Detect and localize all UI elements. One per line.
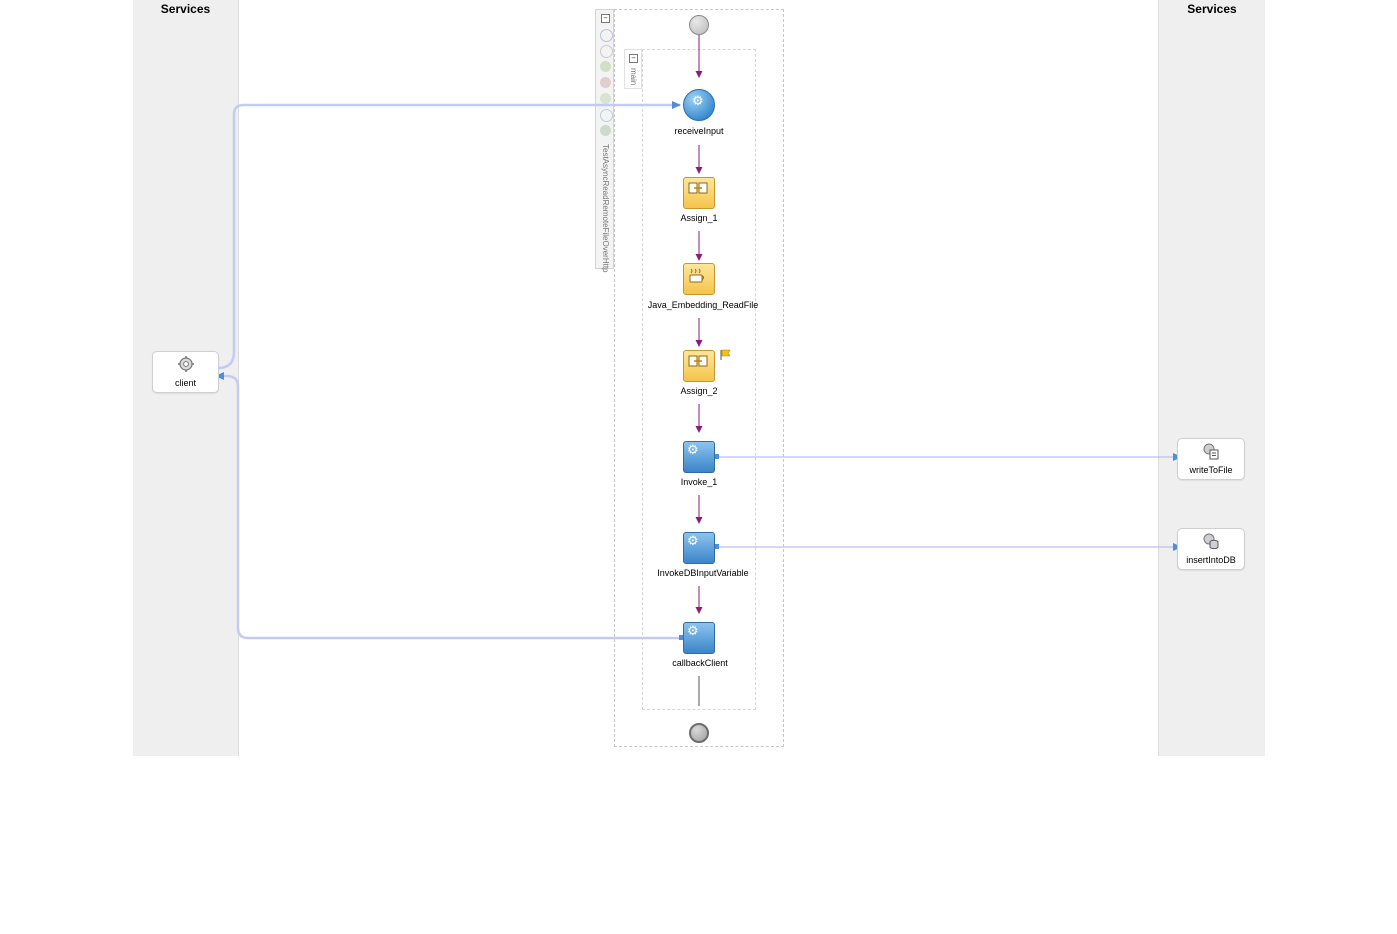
gear-icon: ⚙	[692, 94, 704, 109]
assign-icon	[688, 354, 708, 373]
file-adapter-icon	[1178, 442, 1244, 460]
gear-icon: ⚙	[687, 624, 699, 639]
link-client-to-receive[interactable]	[217, 103, 680, 370]
termination-handler-icon[interactable]	[600, 125, 611, 136]
process-scope	[614, 9, 784, 747]
fault-handlers-icon[interactable]	[600, 77, 611, 88]
activity-invoke-db-input-variable[interactable]: ⚙	[683, 532, 715, 564]
partner-links-icon[interactable]	[600, 61, 611, 72]
assign-icon	[688, 181, 708, 200]
partner-insert-into-db-label: insertIntoDB	[1186, 555, 1236, 565]
arrowhead-receive	[672, 101, 681, 109]
activity-java-embedding-readfile[interactable]	[683, 263, 715, 295]
partner-write-to-file[interactable]: writeToFile	[1177, 438, 1245, 480]
lane-title-left: Services	[160, 2, 211, 16]
gear-icon	[153, 355, 218, 373]
partner-client[interactable]: client	[152, 351, 219, 393]
activity-invoke-db-input-variable-label: InvokeDBInputVariable	[657, 568, 749, 578]
activity-assign-1-label: Assign_1	[680, 213, 718, 223]
gear-icon: ⚙	[687, 443, 699, 458]
correlation-sets-icon[interactable]	[600, 45, 613, 58]
main-scope-tab[interactable]: − main	[624, 49, 642, 89]
gear-icon: ⚙	[687, 534, 699, 549]
collapse-process-button[interactable]: −	[601, 14, 610, 23]
invoke1-port	[715, 454, 719, 459]
event-handlers-icon[interactable]	[600, 93, 611, 104]
activity-callback-client-label: callbackClient	[672, 658, 728, 668]
link-callback-to-client[interactable]	[220, 374, 680, 640]
partner-client-label: client	[174, 378, 196, 388]
activity-callback-client[interactable]: ⚙	[683, 622, 715, 654]
lane-title-right: Services	[1187, 2, 1237, 16]
flag-icon[interactable]	[720, 348, 732, 366]
partner-insert-into-db[interactable]: insertIntoDB	[1177, 528, 1245, 570]
activity-java-embedding-readfile-label: Java_Embedding_ReadFile	[647, 300, 759, 310]
activity-assign-2[interactable]	[683, 350, 715, 382]
compensation-handler-icon[interactable]	[600, 109, 613, 122]
arrowhead-client	[215, 372, 224, 380]
coffee-cup-icon	[687, 267, 707, 290]
activity-invoke-1-label: Invoke_1	[680, 477, 718, 487]
callback-port	[679, 635, 683, 640]
collapse-main-button[interactable]: −	[629, 54, 638, 63]
process-end[interactable]	[689, 723, 709, 743]
process-side-toolbar: − TestAsyncReadRemoteFileOverHttp	[595, 9, 614, 273]
variables-icon[interactable]	[600, 29, 613, 42]
services-lane-right: Services	[1158, 0, 1265, 756]
db-adapter-icon	[1178, 532, 1244, 550]
invokedb-port	[715, 544, 719, 549]
activity-assign-2-label: Assign_2	[680, 386, 718, 396]
process-start[interactable]	[689, 15, 709, 35]
activity-invoke-1[interactable]: ⚙	[683, 441, 715, 473]
activity-assign-1[interactable]	[683, 177, 715, 209]
activity-receive-input-label: receiveInput	[674, 126, 724, 136]
partner-write-to-file-label: writeToFile	[1189, 465, 1233, 475]
activity-receive-input[interactable]: ⚙	[683, 89, 715, 121]
